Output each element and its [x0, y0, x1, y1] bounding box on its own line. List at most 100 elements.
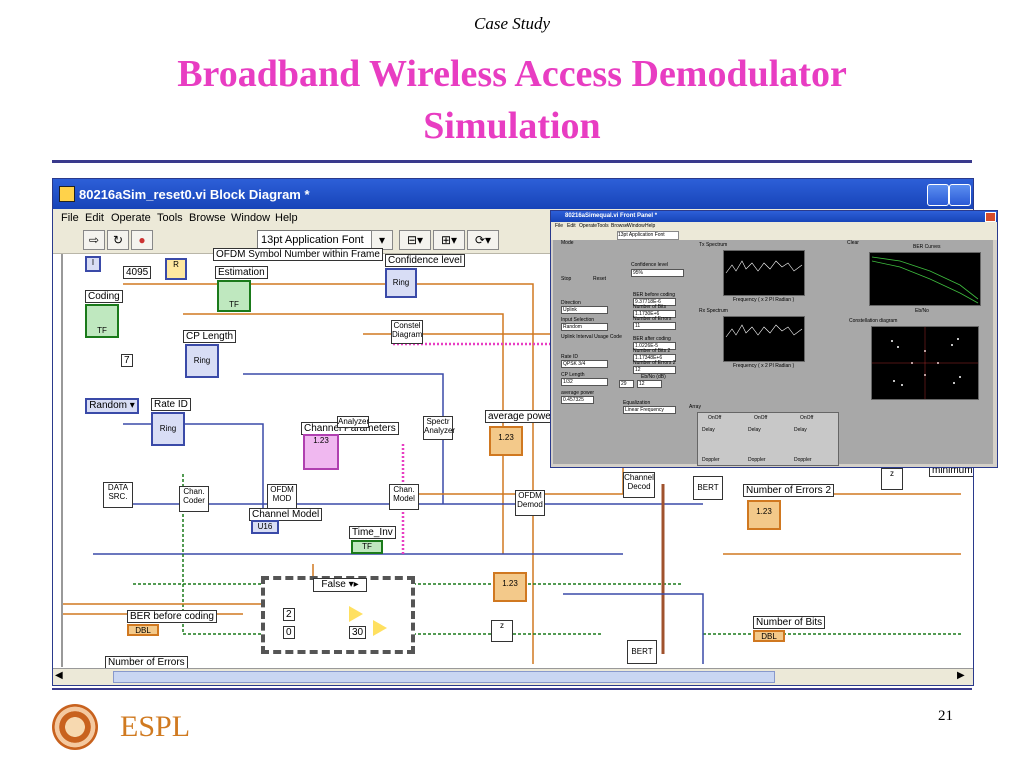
doppler-label-3: Doppler	[794, 457, 812, 463]
number-of-bits-label: Number of Bits	[753, 616, 826, 629]
ofdm-symbol-label: OFDM Symbol Number within Frame	[213, 248, 383, 261]
onoff-label-2: OnOff	[754, 415, 768, 421]
direction-label: Direction	[561, 300, 581, 306]
channel-model-label: Channel Model	[249, 508, 323, 521]
font-dropdown-icon[interactable]: ▾	[371, 230, 393, 250]
constellation-label: Constellation diagram	[849, 318, 898, 324]
confidence-level-select[interactable]: 95%	[631, 269, 684, 277]
reorder-icon[interactable]: ⟳▾	[467, 230, 499, 250]
delay-label-1: Delay	[702, 427, 715, 433]
align-objects-icon[interactable]: ⊟▾	[399, 230, 431, 250]
input-selection-select[interactable]: Random	[561, 323, 608, 331]
case-output-indicator: 1.23	[493, 572, 527, 602]
spectrum-analyzer-node: Spectr Analyzer	[423, 416, 455, 440]
abort-icon[interactable]: ●	[131, 230, 153, 250]
number-of-bits-indicator: DBL	[753, 630, 785, 642]
ber-curves-label: BER Curves	[913, 244, 941, 250]
bert-node-2: BERT	[627, 640, 657, 664]
channel-params-cluster[interactable]: 1.23	[303, 434, 339, 470]
estimation-switch[interactable]: TF	[217, 280, 251, 312]
distribute-objects-icon[interactable]: ⊞▾	[433, 230, 465, 250]
random-value: Random	[89, 400, 127, 411]
fp-menu-help[interactable]: Help	[645, 223, 656, 229]
fp-menu-edit[interactable]: Edit	[567, 223, 576, 229]
rate-id-label-fp: Rate ID	[561, 354, 578, 360]
ebno-value[interactable]: 12	[637, 380, 662, 388]
slide-title-line1: Broadband Wireless Access Demodulator	[177, 53, 847, 95]
random-dropdown[interactable]: Random ▾	[85, 398, 139, 414]
equalization-select[interactable]: Linear Frequency	[623, 406, 676, 414]
constant-30: 30	[349, 626, 367, 639]
reset-label: Reset	[593, 276, 607, 282]
fp-close-button[interactable]	[985, 212, 996, 222]
cp-length-ring[interactable]: Ring	[185, 344, 219, 378]
menu-file[interactable]: File	[61, 212, 79, 224]
fp-menu-operate[interactable]: Operate	[579, 223, 598, 229]
tx-spectrum-graph	[723, 250, 805, 296]
ber-before-label-fp: BER before coding	[633, 292, 675, 298]
fp-menu-file[interactable]: File	[555, 223, 564, 229]
menu-window[interactable]: Window	[231, 212, 271, 224]
run-continuous-icon[interactable]: ↻	[107, 230, 129, 250]
case-selector[interactable]: False ▾▸	[313, 578, 367, 592]
num-bits2-label-fp: Number of Bits 2	[633, 348, 671, 354]
ebno-axis-label: Eb/No	[915, 308, 929, 314]
coding-label: Coding	[85, 290, 123, 303]
menu-edit[interactable]: Edit	[85, 212, 104, 224]
front-panel-body: Mode Stop Reset Confidence level 95% Dir…	[553, 240, 993, 466]
cp-length-select[interactable]: 1/32	[561, 378, 608, 386]
chan-model-node: Chan. Model	[389, 484, 419, 510]
rate-id-select[interactable]: QPSK 3/4	[561, 360, 608, 368]
page-number: 21	[938, 708, 953, 724]
fp-menu-browse[interactable]: Browse	[611, 223, 628, 229]
run-arrow-icon[interactable]: ⇨	[83, 230, 105, 250]
constellation-points	[872, 327, 978, 399]
footer-divider	[52, 688, 972, 690]
horizontal-scrollbar[interactable]: ◀ ▶	[53, 668, 973, 685]
front-panel-window: 80216aSimequal.vi Front Panel * File Edi…	[550, 210, 998, 468]
slide-title-line2: Simulation	[423, 105, 601, 147]
channel-model-u16[interactable]: U16	[251, 520, 279, 534]
i-indicator: I	[85, 256, 101, 272]
labview-icon	[59, 186, 75, 202]
time-inv-label: Time_Inv	[349, 526, 396, 539]
time-inv-switch[interactable]: TF	[351, 540, 383, 554]
menu-operate[interactable]: Operate	[111, 212, 151, 224]
delay-label-2: Delay	[748, 427, 761, 433]
confidence-ring[interactable]: Ring	[385, 268, 417, 298]
complex-node: z	[491, 620, 513, 642]
rate-id-ring[interactable]: Ring	[151, 412, 185, 446]
case-structure[interactable]: False ▾▸ 2 0 30	[261, 576, 415, 654]
constellation-diagram-node: Constel Diagram	[391, 320, 423, 344]
ber-before-coding-label: BER before coding	[127, 610, 217, 623]
array-label: Array	[689, 404, 701, 410]
scroll-left-icon[interactable]: ◀	[55, 670, 63, 681]
menu-tools[interactable]: Tools	[157, 212, 183, 224]
coding-switch[interactable]: TF	[85, 304, 119, 338]
ber-before-indicator: DBL	[127, 624, 159, 636]
ber-curves-graph	[869, 252, 981, 306]
fp-menu-tools[interactable]: Tools	[597, 223, 609, 229]
scroll-right-icon[interactable]: ▶	[957, 670, 965, 681]
delay-label-3: Delay	[794, 427, 807, 433]
direction-select[interactable]: Uplink	[561, 306, 608, 314]
doppler-label-2: Doppler	[748, 457, 766, 463]
bert-node-1: BERT	[693, 476, 723, 500]
cp-length-label-fp: CP Length	[561, 372, 585, 378]
maximize-button[interactable]	[949, 184, 971, 206]
ebno-start[interactable]: 29	[619, 380, 634, 388]
minimize-button[interactable]	[927, 184, 949, 206]
front-panel-titlebar: 80216aSimequal.vi Front Panel *	[551, 211, 997, 222]
input-selection-label: Input Selection	[561, 317, 595, 323]
fp-font-select[interactable]: 13pt Application Font	[617, 231, 679, 240]
num-errors-label-fp: Number of Errors	[633, 316, 672, 322]
num-errors-value: 11	[633, 322, 676, 330]
menu-browse[interactable]: Browse	[189, 212, 226, 224]
cp-length-label: CP Length	[183, 330, 237, 343]
onoff-label-1: OnOff	[708, 415, 722, 421]
scroll-thumb[interactable]	[113, 671, 775, 683]
menu-help[interactable]: Help	[275, 212, 298, 224]
compare-icon	[373, 620, 387, 636]
rx-spectrum-graph	[723, 316, 805, 362]
fp-menu-window[interactable]: Window	[627, 223, 645, 229]
